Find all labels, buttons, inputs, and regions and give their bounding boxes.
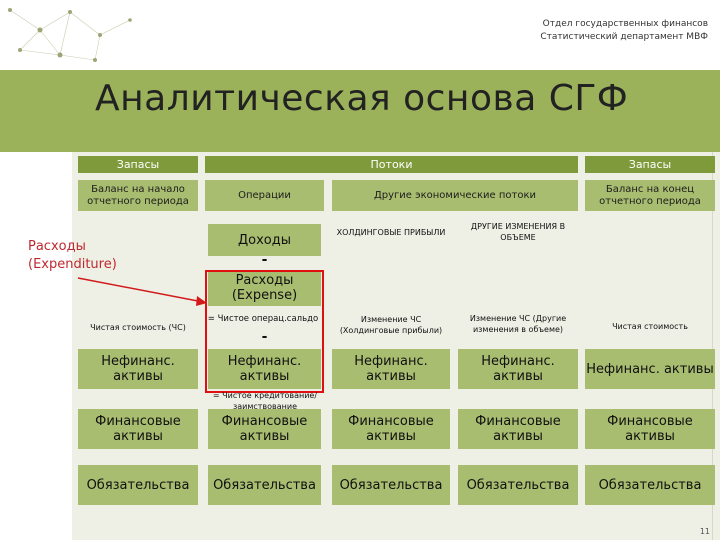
grid-r3-c4: Обязательства xyxy=(458,465,578,505)
header-stocks-close: Запасы xyxy=(585,156,715,173)
right-divider xyxy=(712,152,713,540)
header-line-2: Статистический департамент МВФ xyxy=(540,32,708,42)
grid-r3-c2: Обязательства xyxy=(208,465,321,505)
header-flows: Потоки xyxy=(205,156,578,173)
title-band xyxy=(0,70,720,152)
subheader-opening-balance: Баланс на начало отчетного периода xyxy=(78,180,198,211)
net-worth-open-label: Чистая стоимость (ЧС) xyxy=(90,322,186,332)
minus-sign-2: - xyxy=(261,329,268,345)
label-volume-changes: ДРУГИЕ ИЗМЕНЕНИЯ В ОБЪЕМЕ xyxy=(470,222,566,242)
subheader-operations: Операции xyxy=(205,180,324,211)
subheader-other-flows: Другие экономические потоки xyxy=(332,180,578,211)
net-worth-close-label: Чистая стоимость xyxy=(612,321,688,331)
expenditure-label: Расходы (Expenditure) xyxy=(28,238,128,274)
subheader-closing-balance: Баланс на конец отчетного периода xyxy=(585,180,715,211)
grid-r3-c5: Обязательства xyxy=(585,465,715,505)
grid-r3-c1: Обязательства xyxy=(78,465,198,505)
header-org-text: Отдел государственных финансов Статистич… xyxy=(540,18,708,44)
grid-r2-c4: Финансовые активы xyxy=(458,409,578,449)
grid-r3-c3: Обязательства xyxy=(332,465,450,505)
grid-r1-c3: Нефинанс. активы xyxy=(332,349,450,389)
grid-r1-c1: Нефинанс. активы xyxy=(78,349,198,389)
expenditure-label-text: Расходы (Expenditure) xyxy=(28,239,117,272)
nw-change-volume-label: Изменение ЧС (Другие изменения в объеме) xyxy=(469,314,567,334)
label-holding-gains: ХОЛДИНГОВЫЕ ПРИБЫЛИ xyxy=(336,227,446,237)
grid-r2-c2: Финансовые активы xyxy=(208,409,321,449)
grid-r1-c4: Нефинанс. активы xyxy=(458,349,578,389)
expenditure-arrow-icon xyxy=(77,277,207,306)
expenditure-highlight-box xyxy=(205,270,324,393)
grid-r2-c5: Финансовые активы xyxy=(585,409,715,449)
page-title: Аналитическая основа СГФ xyxy=(95,78,629,119)
network-logo-icon xyxy=(8,8,132,62)
header-line-1: Отдел государственных финансов xyxy=(542,19,708,29)
grid-r2-c3: Финансовые активы xyxy=(332,409,450,449)
expense-box: Расходы (Expense) xyxy=(208,270,321,306)
grid-r1-c5: Нефинанс. активы xyxy=(585,349,715,389)
page-number: 11 xyxy=(699,527,710,536)
minus-sign-1: - xyxy=(261,252,268,268)
net-operating-balance-label: = Чистое операц.сальдо xyxy=(207,313,319,324)
grid-r2-c1: Финансовые активы xyxy=(78,409,198,449)
revenue-box: Доходы xyxy=(208,224,321,256)
net-lending-label: = Чистое кредитование/ заимствование xyxy=(212,391,318,411)
nw-change-holding-label: Изменение ЧС (Холдинговые прибыли) xyxy=(339,315,443,335)
header-stocks-open: Запасы xyxy=(78,156,198,173)
grid-r1-c2: Нефинанс. активы xyxy=(208,349,321,389)
